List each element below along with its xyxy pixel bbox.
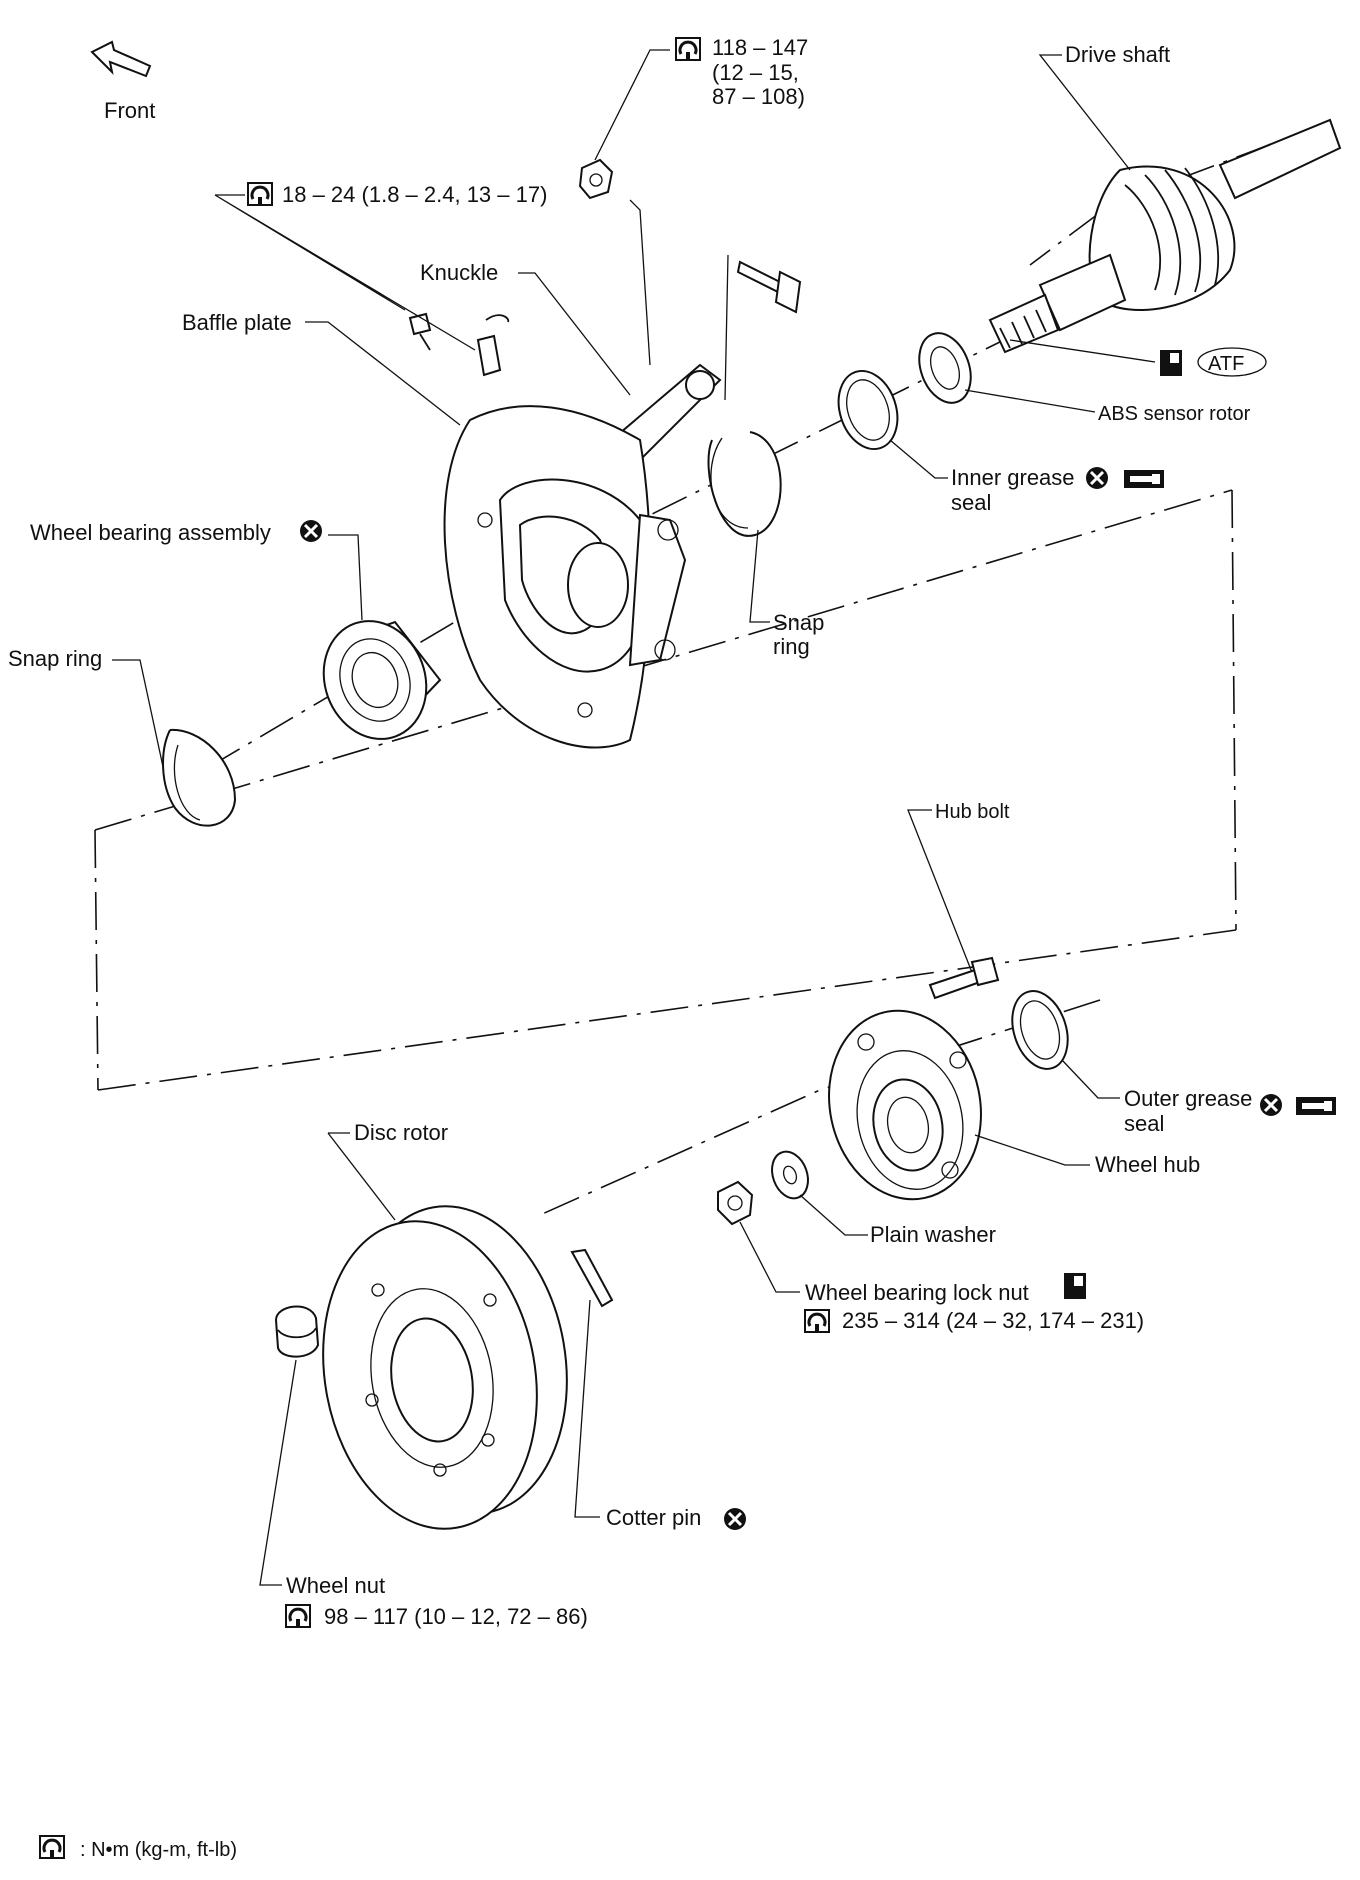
torque-wrench-icon <box>284 1603 312 1629</box>
torque-top-value: 118 – 147 <box>712 35 808 60</box>
front-arrow-icon <box>90 40 152 78</box>
baffle-plate-label: Baffle plate <box>182 310 292 335</box>
torque-top-value-2: (12 – 15, <box>712 60 799 85</box>
outer-grease-seal <box>1011 990 1069 1070</box>
baffle-plate <box>443 405 687 749</box>
cotter-pin <box>570 1248 614 1308</box>
disc-rotor <box>322 1205 568 1530</box>
fluid-icon <box>1064 1273 1086 1299</box>
inner-seal-label: Inner grease <box>951 465 1075 490</box>
lock-nut-torque: 235 – 314 (24 – 32, 174 – 231) <box>842 1308 1144 1333</box>
snap-ring-right-label: Snap <box>773 610 824 635</box>
torque-wrench-icon <box>674 36 702 62</box>
replace-x-icon <box>298 518 324 544</box>
legend-text: : N•m (kg-m, ft-lb) <box>80 1839 237 1861</box>
grease-icon <box>1124 470 1164 488</box>
outer-seal-label: Outer grease <box>1124 1086 1252 1111</box>
wheel-nut <box>274 1305 320 1358</box>
replace-x-icon <box>1258 1092 1284 1118</box>
wheel-nut-torque: 98 – 117 (10 – 12, 72 – 86) <box>324 1604 588 1629</box>
torque-wrench-icon <box>803 1308 831 1334</box>
torque-wrench-icon <box>246 181 274 207</box>
replace-x-icon <box>722 1506 748 1532</box>
front-label: Front <box>104 98 155 123</box>
disc-rotor-label: Disc rotor <box>354 1120 448 1145</box>
wheel-hub <box>828 1009 982 1201</box>
grease-icon <box>1296 1097 1336 1115</box>
inner-seal-label-2: seal <box>951 490 991 515</box>
inner-grease-seal <box>837 369 899 451</box>
knuckle-bolt <box>736 260 802 314</box>
top-nut <box>578 158 614 200</box>
torque-top-value-3: 87 – 108) <box>712 84 805 109</box>
atf-text: ATF <box>1208 353 1244 375</box>
drive-shaft <box>988 118 1342 354</box>
replace-x-icon <box>1084 465 1110 491</box>
wheel-nut-label: Wheel nut <box>286 1573 385 1598</box>
wheel-hub-label: Wheel hub <box>1095 1152 1200 1177</box>
hub-bolt-label: Hub bolt <box>935 801 1010 823</box>
sensor-bolt <box>408 312 510 377</box>
fluid-icon <box>1160 350 1182 376</box>
outer-seal-label-2: seal <box>1124 1111 1164 1136</box>
cotter-pin-label: Cotter pin <box>606 1505 701 1530</box>
wheel-bearing-assembly <box>322 620 442 740</box>
abs-sensor-rotor <box>918 332 972 404</box>
knuckle-label: Knuckle <box>420 260 498 285</box>
torque-wrench-icon <box>38 1834 66 1860</box>
lock-nut-label: Wheel bearing lock nut <box>805 1280 1029 1305</box>
snap-ring-right <box>707 431 782 537</box>
wheel-bearing-label: Wheel bearing assembly <box>30 520 271 545</box>
abs-rotor-label: ABS sensor rotor <box>1098 403 1251 425</box>
drive-shaft-label: Drive shaft <box>1065 42 1170 67</box>
snap-ring-left <box>162 728 237 827</box>
atf-icon <box>1197 347 1267 377</box>
plain-washer-label: Plain washer <box>870 1222 996 1247</box>
snap-ring-right-label-2: ring <box>773 634 810 659</box>
hub-bolt <box>928 956 1000 1000</box>
wheel-bearing-lock-nut <box>717 1180 754 1226</box>
torque-bolt-value: 18 – 24 (1.8 – 2.4, 13 – 17) <box>282 182 547 207</box>
snap-ring-left-label: Snap ring <box>8 646 102 671</box>
plain-washer <box>771 1150 809 1200</box>
